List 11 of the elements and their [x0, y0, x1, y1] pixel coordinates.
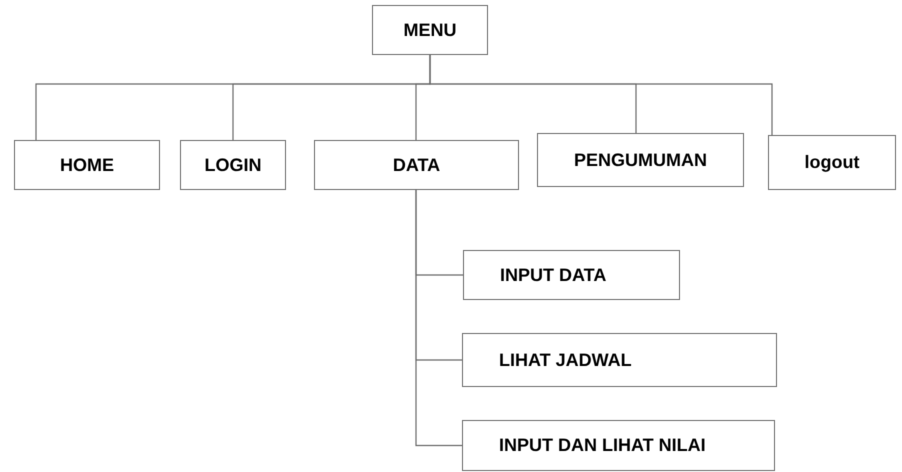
- menu-box: PENGUMUMAN: [537, 133, 744, 187]
- menu-box: DATA: [314, 140, 519, 190]
- menu-box: logout: [768, 135, 896, 190]
- connector-line: [415, 190, 462, 446]
- menu-box: INPUT DATA: [463, 250, 680, 300]
- connector-line: [429, 55, 773, 135]
- menu-box: LOGIN: [180, 140, 286, 190]
- menu-box: HOME: [14, 140, 160, 190]
- menu-box: INPUT DAN LIHAT NILAI: [462, 420, 775, 471]
- menu-box: LIHAT JADWAL: [462, 333, 777, 387]
- menu-box: MENU: [372, 5, 488, 55]
